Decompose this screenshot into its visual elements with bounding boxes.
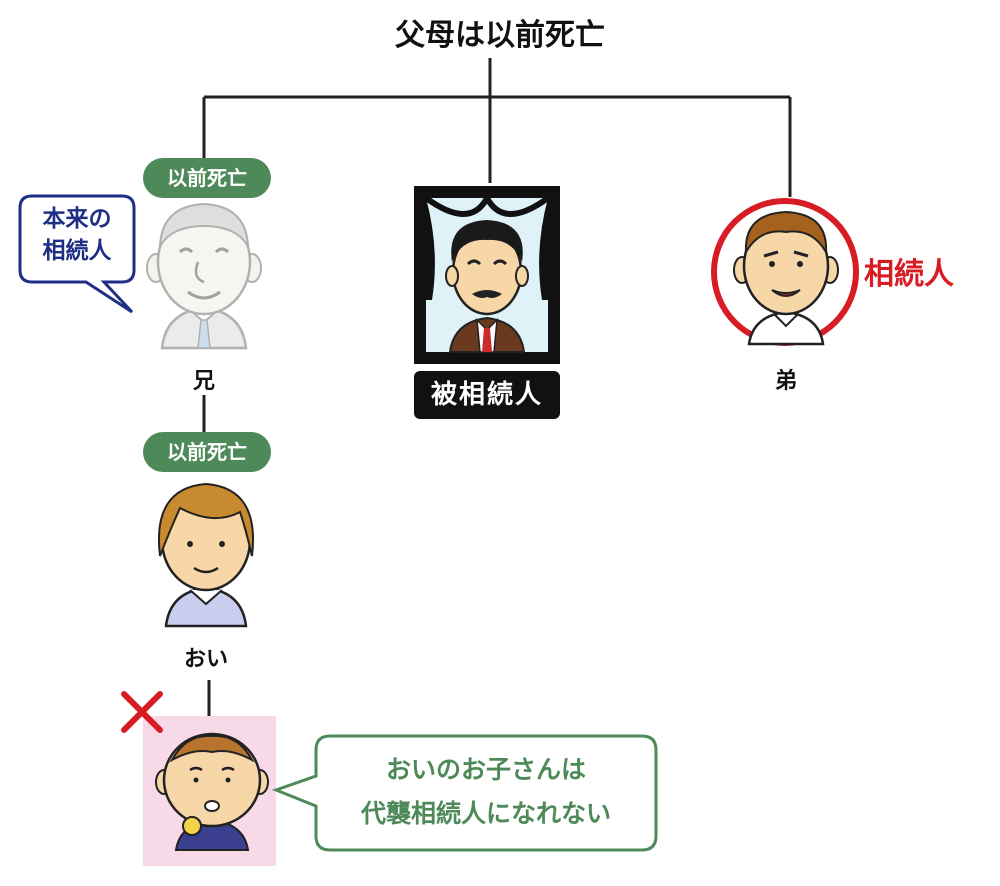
callout-line-1: 本来の bbox=[42, 206, 112, 232]
nephew-status-badge: 以前死亡 bbox=[143, 432, 271, 472]
note-line-1: おいのお子さんは bbox=[385, 755, 586, 784]
parents-status-title: 父母は以前死亡 bbox=[395, 18, 605, 53]
grandnephew-panel bbox=[143, 716, 276, 866]
heir-label: 相続人 bbox=[864, 257, 954, 292]
decedent-label: 被相続人 bbox=[414, 371, 560, 419]
callout-line-2: 相続人 bbox=[42, 238, 112, 264]
decedent-portrait bbox=[414, 186, 560, 364]
not-eligible-x-icon bbox=[121, 691, 163, 733]
tree-connectors bbox=[202, 58, 792, 730]
brother-avatar bbox=[146, 202, 262, 350]
younger-brother-name: 弟 bbox=[774, 369, 797, 394]
note-bubble-text: おいのお子さんは 代襲相続人になれない bbox=[316, 748, 656, 836]
note-line-2: 代襲相続人になれない bbox=[360, 799, 611, 828]
original-heir-callout-text: 本来の 相続人 bbox=[20, 203, 134, 267]
brother-name: 兄 bbox=[192, 369, 215, 394]
original-heir-callout bbox=[18, 194, 136, 314]
nephew-name: おい bbox=[183, 647, 228, 672]
brother-status-badge: 以前死亡 bbox=[143, 158, 271, 198]
younger-brother-avatar bbox=[711, 198, 859, 346]
note-bubble bbox=[271, 734, 658, 852]
nephew-avatar bbox=[158, 482, 254, 628]
